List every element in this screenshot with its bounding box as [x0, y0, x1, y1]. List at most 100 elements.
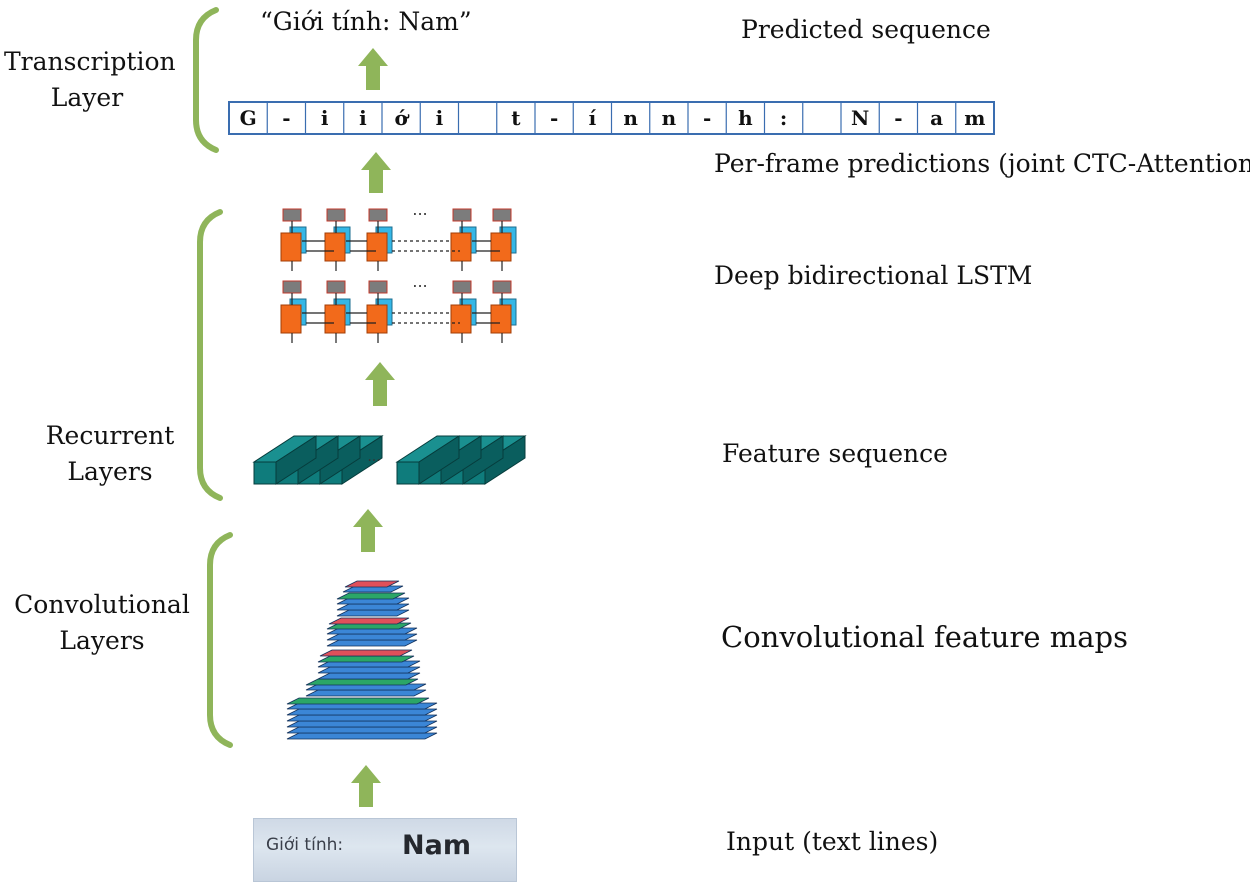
arrow-to-features	[353, 509, 383, 552]
convolutional-bracket	[207, 532, 233, 748]
convolutional-label-line1: Convolutional	[14, 590, 190, 619]
conv-feature-map-layer	[336, 603, 410, 611]
lstm-cell	[366, 208, 393, 271]
conv-feature-map-layer	[286, 697, 430, 705]
lstm-forward-node	[324, 232, 346, 262]
conv-feature-map-layer	[305, 678, 419, 686]
arrow-to-frames	[361, 152, 391, 193]
recurrent-label-line2: Layers	[67, 457, 153, 486]
conv-feature-map-layer	[317, 672, 421, 680]
lstm-ellipsis: ...	[412, 272, 427, 291]
recurrent-bracket	[197, 209, 223, 501]
predicted-output-text: “Giới tính: Nam”	[260, 7, 472, 36]
lstm-cell	[450, 280, 477, 343]
conv-feature-map-layer	[328, 617, 410, 625]
frame-char: i	[321, 106, 329, 130]
conv-feature-map-layer	[336, 609, 410, 617]
lstm-forward-node	[366, 232, 388, 262]
transcription-layer-label: Transcription Layer	[4, 44, 176, 116]
feature-column	[395, 435, 461, 485]
lstm-ellipsis: ...	[412, 200, 427, 219]
conv-feature-map-layer	[305, 683, 427, 691]
conv-feature-map-layer	[286, 702, 438, 710]
arrow-to-lstm	[365, 362, 395, 406]
conv-feature-maps-label: Convolutional feature maps	[721, 620, 1128, 654]
conv-feature-map-layer	[319, 649, 413, 657]
input-text-line-image: Giới tính: Nam	[253, 818, 517, 882]
lstm-forward-node	[490, 304, 512, 334]
arrow-to-conv	[351, 765, 381, 807]
lstm-cell	[490, 208, 517, 271]
lstm-forward-node	[490, 232, 512, 262]
lstm-cell	[366, 280, 393, 343]
frame-char: :	[780, 106, 787, 130]
frame-char: i	[359, 106, 367, 130]
deep-lstm-label: Deep bidirectional LSTM	[714, 261, 1033, 290]
lstm-cell	[490, 280, 517, 343]
feature-front-face	[396, 461, 420, 485]
convolutional-label-line2: Layers	[59, 626, 145, 655]
frame-char: i	[436, 106, 444, 130]
lstm-forward-node	[280, 304, 302, 334]
predicted-sequence-label: Predicted sequence	[741, 15, 991, 44]
conv-feature-map-layer	[317, 666, 421, 674]
conv-feature-map-layer	[326, 639, 418, 647]
feature-column	[252, 435, 318, 485]
transcription-bracket	[193, 7, 219, 153]
lstm-cell	[324, 208, 351, 271]
lstm-forward-node	[450, 232, 472, 262]
lstm-output-node	[326, 208, 346, 222]
frame-char: N	[851, 106, 869, 130]
frame-char: m	[964, 106, 985, 130]
conv-feature-map-layer	[342, 585, 404, 593]
recurrent-label-line1: Recurrent	[45, 421, 175, 450]
frame-char: G	[240, 106, 257, 130]
lstm-cell	[280, 280, 307, 343]
conv-feature-map-layer	[286, 714, 438, 722]
frame-char: -	[550, 106, 558, 130]
frame-char: ớ	[394, 106, 409, 130]
feature-sequence-label: Feature sequence	[722, 439, 948, 468]
frame-char: -	[894, 106, 902, 130]
conv-feature-map-layer	[317, 660, 421, 668]
frame-char: n	[623, 106, 638, 130]
lstm-output-node	[452, 280, 472, 294]
lstm-output-node	[368, 208, 388, 222]
lstm-output-node	[368, 280, 388, 294]
conv-feature-map-layer	[286, 726, 438, 734]
per-frame-predictions-label: Per-frame predictions (joint CTC-Attenti…	[714, 149, 1250, 178]
feature-ellipsis: ...	[367, 449, 380, 465]
conv-feature-map-layer	[286, 708, 438, 716]
lstm-output-node	[282, 208, 302, 222]
feature-front-face	[253, 461, 277, 485]
frame-char: -	[282, 106, 290, 130]
lstm-forward-node	[366, 304, 388, 334]
lstm-output-node	[452, 208, 472, 222]
conv-feature-map-layer	[286, 720, 438, 728]
lstm-forward-node	[450, 304, 472, 334]
lstm-output-node	[282, 280, 302, 294]
transcription-label-line2: Layer	[50, 83, 124, 112]
conv-feature-map-layer	[317, 655, 415, 663]
conv-feature-map-layer	[305, 689, 427, 697]
convolutional-layers-label: Convolutional Layers	[10, 587, 194, 659]
frame-char: -	[703, 106, 711, 130]
lstm-forward-node	[280, 232, 302, 262]
lstm-cell	[450, 208, 477, 271]
conv-feature-map-layer	[286, 732, 438, 740]
conv-feature-map-layer	[336, 592, 406, 600]
frame-char: n	[662, 106, 677, 130]
lstm-cell	[324, 280, 351, 343]
conv-feature-map-layer	[326, 622, 412, 630]
conv-feature-map-layer	[336, 597, 410, 605]
frame-char: a	[930, 106, 943, 130]
recurrent-layers-label: Recurrent Layers	[40, 418, 180, 490]
lstm-output-node	[492, 208, 512, 222]
conv-feature-map-layer	[326, 633, 418, 641]
input-image-big-text: Nam	[402, 830, 471, 861]
conv-feature-map-layer	[344, 580, 400, 588]
lstm-output-node	[492, 280, 512, 294]
input-image-small-text: Giới tính:	[266, 835, 344, 855]
frame-char: í	[589, 106, 597, 130]
